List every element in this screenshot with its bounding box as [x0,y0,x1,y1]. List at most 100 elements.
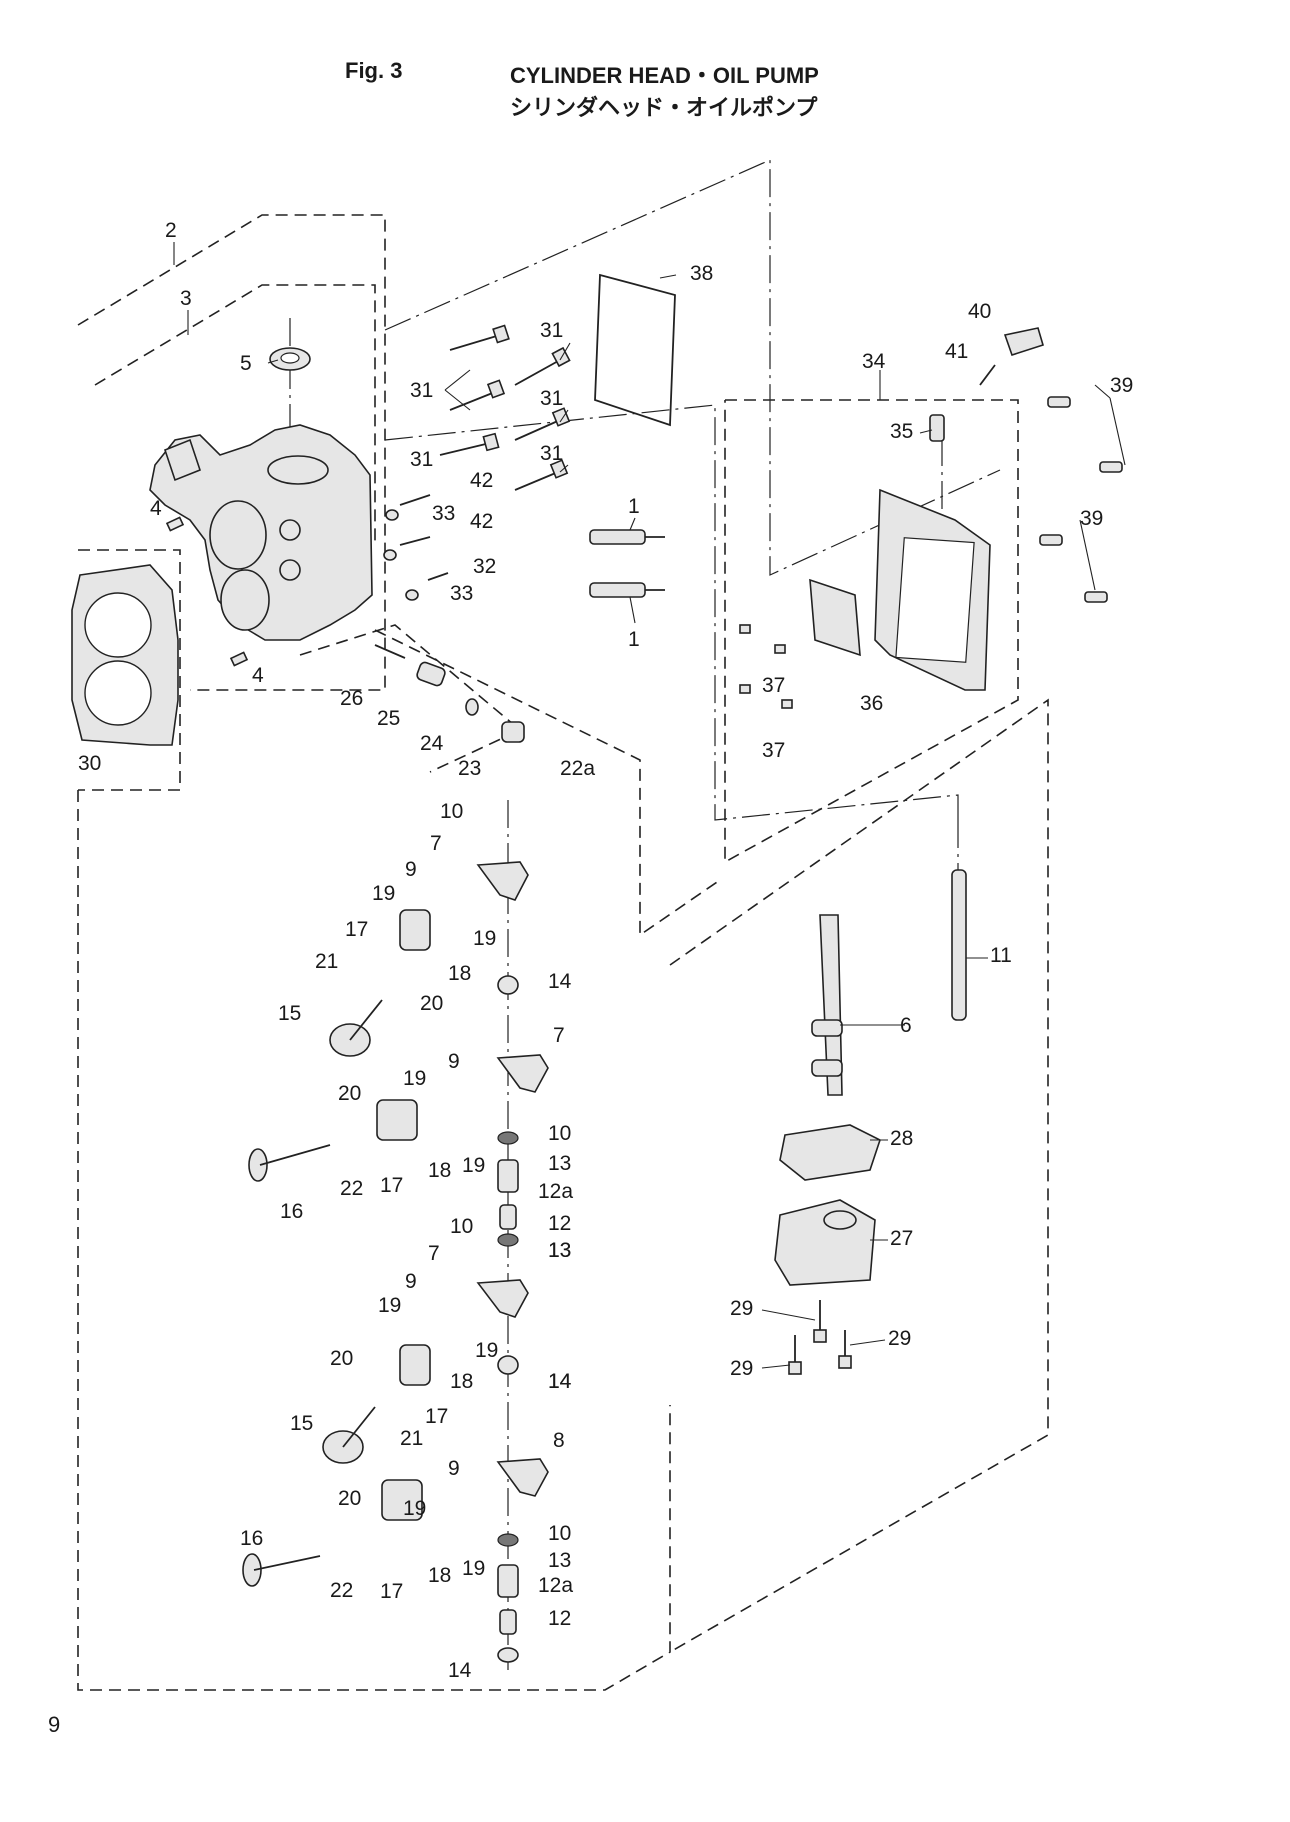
callout-23: 23 [458,757,481,780]
callout-1: 1 [628,495,640,518]
callout-17: 17 [380,1580,403,1603]
valve-train [242,861,549,1663]
callout-21: 21 [400,1427,423,1450]
callout-2: 2 [165,219,177,242]
callout-31: 31 [540,442,563,465]
callout-14: 14 [548,970,572,993]
callout-24: 24 [420,732,444,755]
oil-seal-inner [280,352,300,364]
leader-lines [173,242,1126,1369]
callout-11: 11 [990,944,1012,967]
callout-12: 12 [548,1607,571,1630]
callout-22: 22 [340,1177,363,1200]
callout-31: 31 [410,379,433,402]
callout-10: 10 [450,1215,473,1238]
callout-37: 37 [762,739,785,762]
callout-42: 42 [470,510,493,533]
callout-29: 29 [730,1357,753,1380]
callout-34: 34 [862,350,886,373]
outline-lower-left [77,790,671,1691]
callout-8: 8 [553,1429,565,1452]
callout-14: 14 [548,1370,572,1393]
callout-19: 19 [403,1497,426,1520]
page-number: 9 [48,1712,61,1737]
callout-18: 18 [448,962,471,985]
callout-22a: 22a [560,757,595,780]
callout-12: 12 [548,1212,571,1235]
oil-pump-gasket [779,1124,881,1181]
callout-20: 20 [338,1487,361,1510]
figure-title-japanese: シリンダヘッド・オイルポンプ [510,96,818,121]
callout-19: 19 [462,1557,485,1580]
callout-18: 18 [428,1159,451,1182]
outline-group-34 [724,399,1019,864]
callout-7: 7 [553,1024,565,1047]
pushrod [951,869,967,1021]
callout-31: 31 [410,448,433,471]
outline-group-22a [299,624,522,773]
callout-9: 9 [448,1457,460,1480]
callout-28: 28 [890,1127,913,1150]
callout-35: 35 [890,420,913,443]
figure-number: Fig. 3 [345,58,403,83]
callout-22: 22 [330,1579,353,1602]
callout-16: 16 [240,1527,263,1550]
callout-19: 19 [378,1294,401,1317]
callout-17: 17 [425,1405,448,1428]
outline-group-3 [94,284,376,545]
callout-33: 33 [432,502,455,525]
callout-13: 13 [548,1239,571,1262]
camshaft-oil-pump [774,869,967,1375]
callout-15: 15 [278,1002,301,1025]
callout-29: 29 [730,1297,753,1320]
callout-7: 7 [430,832,442,855]
callout-9: 9 [405,1270,417,1293]
callout-32: 32 [473,555,496,578]
callout-13: 13 [548,1549,571,1572]
callout-17: 17 [345,918,368,941]
center-lines [289,159,1001,1670]
callout-31: 31 [540,387,563,410]
figure-title-english: CYLINDER HEAD・OIL PUMP [510,63,819,88]
callout-6: 6 [900,1014,912,1037]
callout-19: 19 [462,1154,485,1177]
callout-33: 33 [450,582,473,605]
dowel-pin [229,651,249,667]
callout-36: 36 [860,692,883,715]
callout-18: 18 [450,1370,473,1393]
callout-25: 25 [377,707,400,730]
callout-19: 19 [372,882,395,905]
callout-16: 16 [280,1200,303,1223]
callout-12a: 12a [538,1574,573,1597]
callout-29: 29 [888,1327,911,1350]
thermostat-group [374,644,525,743]
outline-group-2 [77,214,386,691]
callout-27: 27 [890,1227,913,1250]
callout-13: 13 [548,1152,571,1175]
callout-5: 5 [240,352,252,375]
callout-4: 4 [150,497,162,520]
callout-18: 18 [428,1564,451,1587]
cylinder-head-cover [739,327,1123,709]
callout-3: 3 [180,287,192,310]
callout-14: 14 [548,1370,572,1393]
outline-center [374,629,721,937]
callout-40: 40 [968,300,991,323]
callout-20: 20 [338,1082,361,1105]
callout-4: 4 [252,664,264,687]
callout-10: 10 [548,1522,571,1545]
outline-lower-right [669,698,1049,1653]
callout-42: 42 [470,469,493,492]
callout-14: 14 [448,1659,472,1682]
callout-26: 26 [340,687,363,710]
callout-20: 20 [420,992,443,1015]
callout-41: 41 [945,340,968,363]
callout-31: 31 [540,319,563,342]
cover-gasket [594,273,676,427]
head-bolts [383,324,571,601]
head-gasket [71,564,179,746]
callout-9: 9 [405,858,417,881]
callout-9: 9 [448,1050,460,1073]
callout-1: 1 [628,628,640,651]
callout-39: 39 [1080,507,1103,530]
